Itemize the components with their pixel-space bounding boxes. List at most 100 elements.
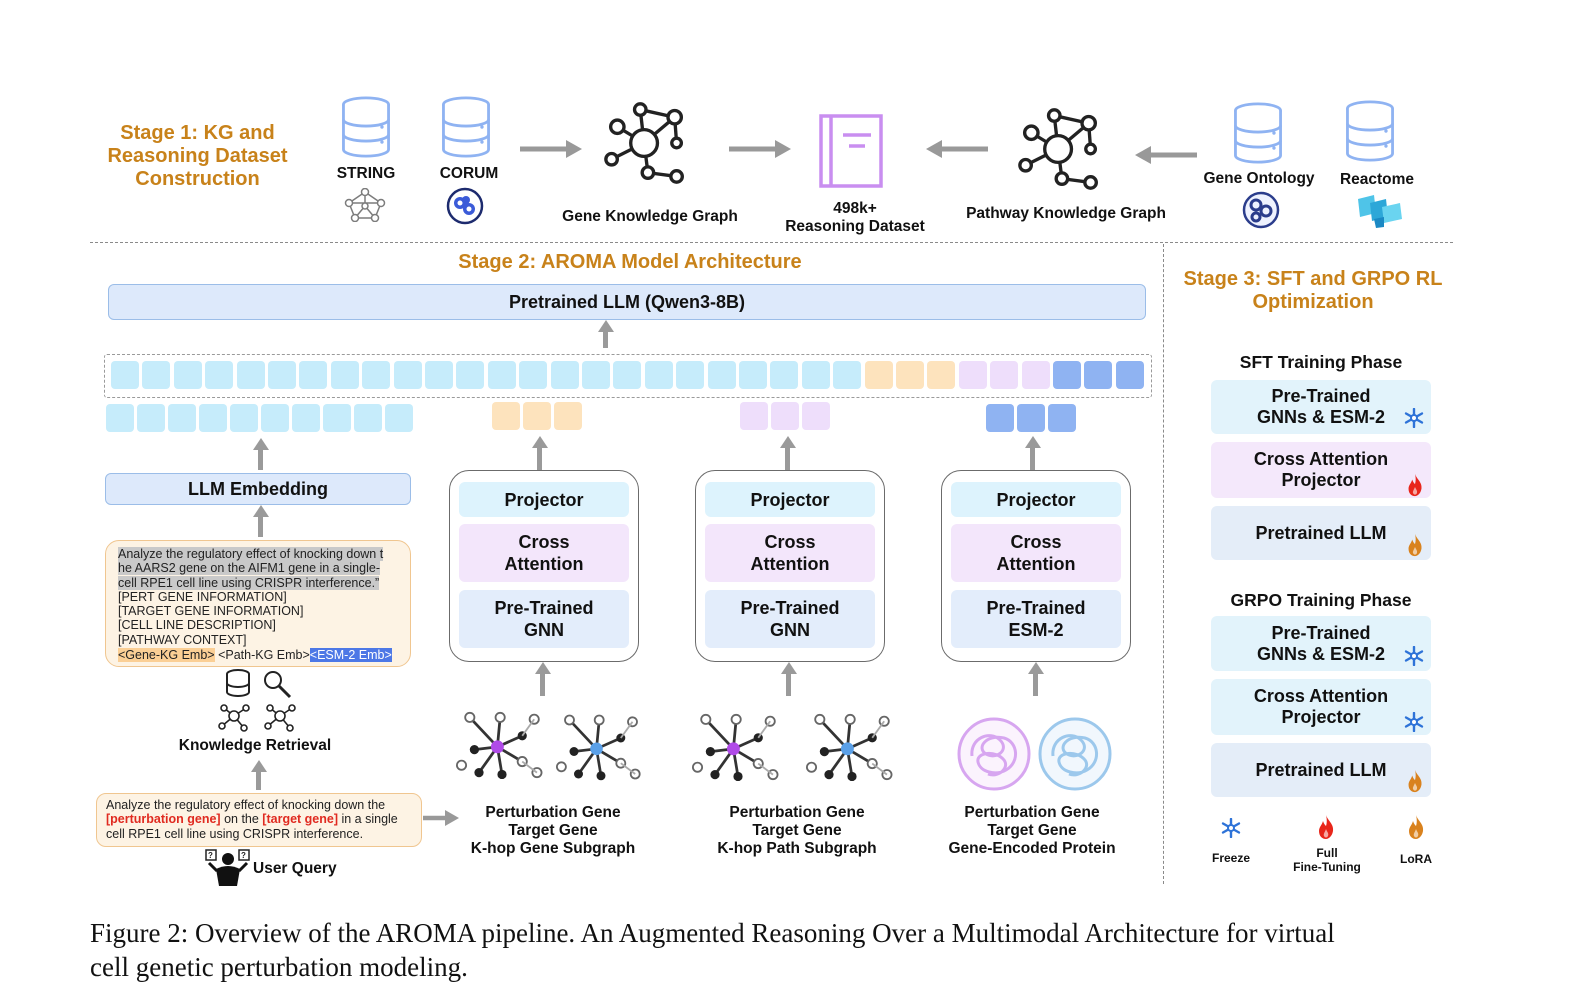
reactome-logo-icon [1358, 195, 1402, 228]
reactome-database-icon [1344, 100, 1396, 162]
arrow-up-shaft [786, 672, 791, 696]
string-label: STRING [336, 165, 396, 182]
embedding-token [492, 402, 520, 430]
path-kg-emb-tag: <Path-KG Emb> [218, 648, 310, 663]
caption-line: Gene-Encoded Protein [948, 840, 1116, 857]
esm-tokens [986, 404, 1082, 436]
freeze-snowflake-icon [1404, 646, 1424, 666]
embedding-token [354, 404, 382, 432]
protein-structure-icon [957, 717, 1031, 791]
arrow-up-shaft [540, 672, 545, 696]
lora-legend-label: LoRA [1400, 852, 1432, 866]
arrow-up-head [598, 320, 614, 332]
pretrained-llm-bar: Pretrained LLM (Qwen3-8B) [108, 284, 1146, 320]
arrow-up-shaft [256, 770, 261, 790]
user-icon: ? ? [205, 849, 250, 886]
embedding-token [456, 361, 485, 389]
embedding-token [393, 361, 422, 389]
embedding-token [261, 404, 289, 432]
string-network-icon [344, 188, 386, 222]
card-line: Pre-Trained [1271, 386, 1371, 406]
arrow-up-shaft [1033, 672, 1038, 696]
arrow-left [1135, 146, 1197, 164]
embedding-token [523, 402, 551, 430]
gene-ontology-label: Gene Ontology [1203, 170, 1315, 187]
caption-line: Perturbation Gene [485, 804, 621, 821]
embedding-token [958, 361, 987, 389]
full-finetune-flame-icon [1405, 473, 1425, 497]
embedding-token [1021, 361, 1050, 389]
arrow-up-shaft [258, 448, 263, 470]
path-subgraph-icon [806, 704, 898, 790]
dataset-label-line: 498k+ [833, 200, 877, 217]
pretrained-line: Pre-Trained [494, 598, 594, 618]
embedding-token [106, 404, 134, 432]
svg-text:?: ? [241, 851, 246, 860]
perturbation-gene-placeholder: [perturbation gene] [106, 812, 221, 827]
embedding-token [1048, 404, 1076, 432]
arrow-up-shaft [1030, 446, 1035, 470]
caption-line: Perturbation Gene [964, 804, 1100, 821]
figure-caption: Figure 2: Overview of the AROMA pipeline… [90, 916, 1550, 984]
gene-subgraph-icon [456, 704, 548, 786]
arrow-up-shaft [537, 446, 542, 470]
caption-line: Target Gene [987, 822, 1077, 839]
pretrained-line: Pre-Trained [986, 598, 1086, 618]
arrow-up-head [1028, 662, 1044, 674]
arrow-up-shaft [785, 446, 790, 470]
lora-legend-icon [1406, 814, 1426, 840]
gene-ontology-database-icon [1232, 102, 1284, 164]
embedding-token [554, 402, 582, 430]
legend-line: Fine-Tuning [1293, 860, 1361, 874]
card-line: Projector [1281, 707, 1361, 727]
prompt-box: Analyze the regulatory effect of knockin… [105, 540, 411, 667]
dataset-label-line: Reasoning Dataset [785, 218, 925, 235]
embedding-token [1017, 404, 1045, 432]
caption-line: K-hop Path Subgraph [717, 840, 877, 857]
grpo-card-llm: Pretrained LLM [1211, 743, 1431, 797]
freeze-snowflake-icon [1404, 712, 1424, 732]
dataset-label: 498k+ Reasoning Dataset [770, 200, 940, 236]
gene-kg-tokens [492, 402, 588, 434]
pretrained-line: GNN [524, 620, 564, 640]
pathway-kg-label: Pathway Knowledge Graph [966, 205, 1166, 222]
embedding-token [385, 404, 413, 432]
sft-card-llm: Pretrained LLM [1211, 506, 1431, 560]
embedding-token [487, 361, 516, 389]
query-line: Analyze the regulatory effect of knockin… [106, 798, 386, 812]
arrow-up-head [1025, 436, 1041, 448]
gene-kg-emb-tag: <Gene-KG Emb> [118, 648, 215, 663]
query-box: Analyze the regulatory effect of knockin… [96, 793, 422, 847]
prompt-section-line: [TARGET GENE INFORMATION] [118, 604, 304, 619]
card-line: Cross Attention [1253, 449, 1389, 469]
embedding-token [199, 404, 227, 432]
embedding-token [550, 361, 579, 389]
prompt-section-line: [PATHWAY CONTEXT] [118, 632, 247, 647]
arrow-right [729, 140, 791, 158]
full-legend-icon [1316, 814, 1336, 840]
query-fragment: on the [220, 812, 263, 827]
projector-block: Projector [705, 482, 875, 517]
freeze-legend-icon [1221, 818, 1241, 838]
embedding-token [770, 361, 799, 389]
gene-ontology-logo-icon [1242, 191, 1280, 229]
pretrained-line: Pre-Trained [740, 598, 840, 618]
arrow-up-head [253, 505, 269, 517]
embedding-token [1115, 361, 1144, 389]
stage1-title-line: Reasoning Dataset [107, 145, 288, 167]
pretrained-line: ESM-2 [1008, 620, 1064, 640]
query-fragment: in a single [338, 812, 398, 827]
query-line: cell RPE1 cell line using CRISPR interfe… [106, 826, 364, 841]
embedding-token [236, 361, 265, 389]
sft-phase-title: SFT Training Phase [1239, 352, 1403, 372]
esm-emb-tag: <ESM-2 Emb> [309, 648, 392, 663]
arrow-right [520, 140, 582, 158]
cross-attention-line: Cross [1010, 532, 1062, 552]
